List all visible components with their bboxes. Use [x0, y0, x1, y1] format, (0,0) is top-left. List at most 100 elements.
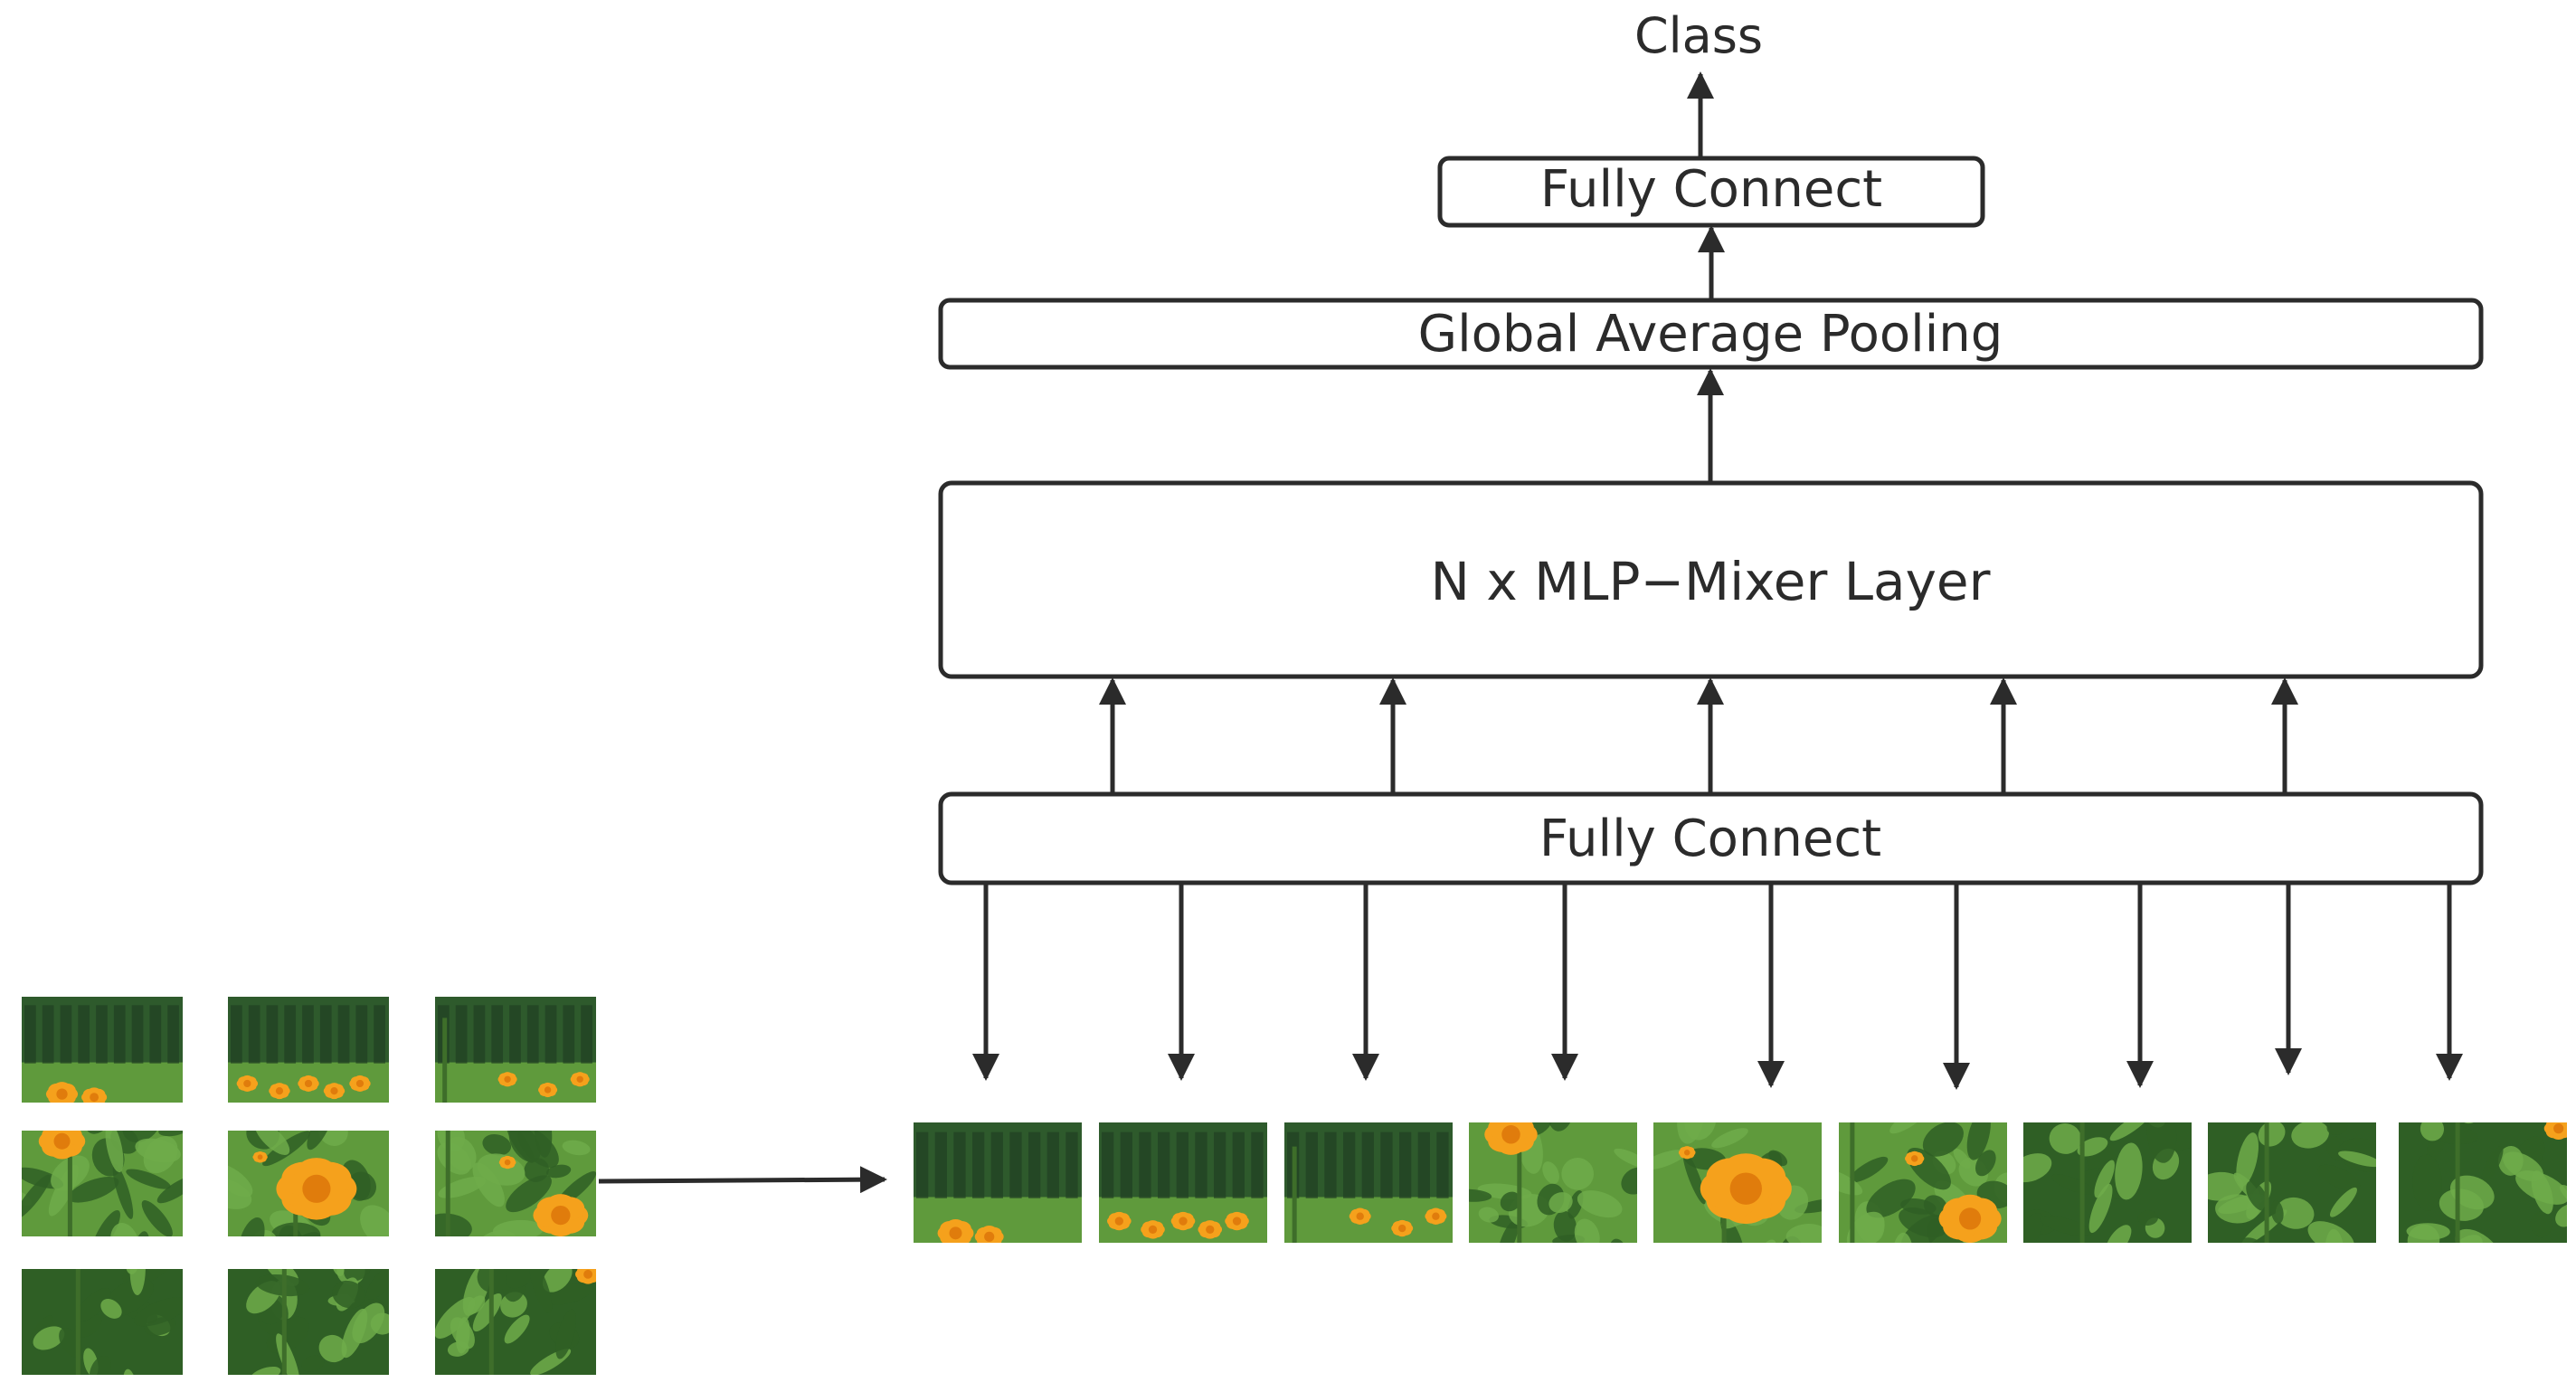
image-patch [228, 997, 389, 1103]
arrow-grid-to-sequence [598, 1166, 887, 1194]
tree [78, 1005, 90, 1064]
leaf [33, 1326, 65, 1350]
flower-center [1501, 1125, 1520, 1144]
image-patch [435, 1269, 596, 1375]
leaf [2481, 1146, 2504, 1183]
leaf [1751, 1239, 1777, 1243]
image-patch [1284, 1122, 1453, 1243]
leaf [2115, 1142, 2143, 1200]
flower-center [1729, 1172, 1762, 1205]
leaf [545, 1164, 572, 1179]
tree [473, 1005, 486, 1064]
tree [1380, 1132, 1393, 1198]
tree [953, 1132, 966, 1198]
flower-center [1432, 1212, 1440, 1220]
tree [302, 1005, 314, 1064]
image-patch [435, 997, 596, 1103]
tree [1305, 1132, 1318, 1198]
flower-center [1114, 1217, 1123, 1226]
leaf [100, 1299, 122, 1319]
leaf [276, 1333, 300, 1375]
tree [1139, 1132, 1151, 1198]
leaf [1653, 1150, 1686, 1170]
flower-center [551, 1205, 571, 1226]
leaf [456, 1317, 470, 1354]
leaf [1500, 1191, 1521, 1212]
tree [1102, 1132, 1114, 1198]
leaf [1478, 1207, 1500, 1223]
bottom-fully-connect-label: Fully Connect [1539, 810, 1881, 868]
tree [231, 1005, 242, 1064]
tree [1028, 1132, 1041, 1198]
flower-center [504, 1075, 511, 1083]
leaf [2275, 1197, 2315, 1229]
global-average-pooling-block: Global Average Pooling [938, 298, 2484, 370]
tree [1399, 1132, 1412, 1198]
leaf [1614, 1148, 1637, 1169]
tree [319, 1005, 332, 1064]
leaf [2215, 1194, 2259, 1224]
image-patch [22, 1131, 183, 1236]
leaf [2023, 1213, 2044, 1243]
tree [1324, 1132, 1337, 1198]
flower-center [1148, 1225, 1158, 1235]
tree [916, 1132, 929, 1198]
leaf [2088, 1183, 2113, 1234]
tree [60, 1005, 72, 1064]
flower-center [984, 1231, 995, 1242]
leaf [365, 1269, 389, 1300]
tree [1417, 1132, 1430, 1198]
leaf [2530, 1211, 2552, 1238]
flower-center [1356, 1212, 1364, 1220]
leaf [506, 1175, 552, 1213]
tree [374, 1005, 385, 1064]
tree [266, 1005, 279, 1064]
image-patch [1653, 1081, 1822, 1287]
leaf [1711, 1128, 1748, 1149]
leaf [1900, 1215, 1945, 1243]
leaf [301, 1355, 325, 1372]
leaf [2338, 1151, 2376, 1168]
leaf [135, 1138, 181, 1163]
leaf [254, 1131, 290, 1155]
flower-center [504, 1159, 511, 1166]
tree [491, 1005, 504, 1064]
image-patch [1839, 1122, 2007, 1243]
flower-center [583, 1269, 593, 1279]
tree [149, 1005, 162, 1064]
leaf [1561, 1158, 1595, 1190]
tree [509, 1005, 521, 1064]
leaf [2077, 1137, 2108, 1157]
flattened-patch-sequence [914, 1081, 2567, 1287]
leaf [2109, 1122, 2152, 1141]
tree [284, 1005, 297, 1064]
flower-center [2553, 1123, 2564, 1134]
mixer-layer-label: N x MLP−Mixer Layer [1431, 551, 1991, 612]
leaf [341, 1308, 368, 1359]
leaf [1732, 1245, 1776, 1287]
tree [1009, 1132, 1022, 1198]
leaf [2246, 1180, 2268, 1211]
image-patch [914, 1122, 1082, 1243]
top-fully-connect-block: Fully Connect [1437, 156, 1985, 228]
leaf [1690, 1081, 1712, 1105]
leaf [1795, 1198, 1822, 1214]
flower-center [1179, 1217, 1188, 1226]
flower-center [1398, 1224, 1406, 1233]
tree [1158, 1132, 1170, 1198]
flower-center [257, 1154, 263, 1160]
leaf [2106, 1225, 2132, 1243]
mixer-layer-block: N x MLP−Mixer Layer [938, 480, 2484, 679]
tree [42, 1005, 54, 1064]
leaf [89, 1355, 111, 1375]
image-patch [1099, 1122, 1267, 1243]
leaf [2555, 1204, 2567, 1227]
tree [113, 1005, 126, 1064]
image-patch [2399, 1122, 2567, 1243]
leaf [508, 1131, 541, 1163]
leaf [2329, 1187, 2357, 1217]
fc-to-mixer-arrows [1099, 677, 2298, 794]
tree [1251, 1132, 1264, 1198]
